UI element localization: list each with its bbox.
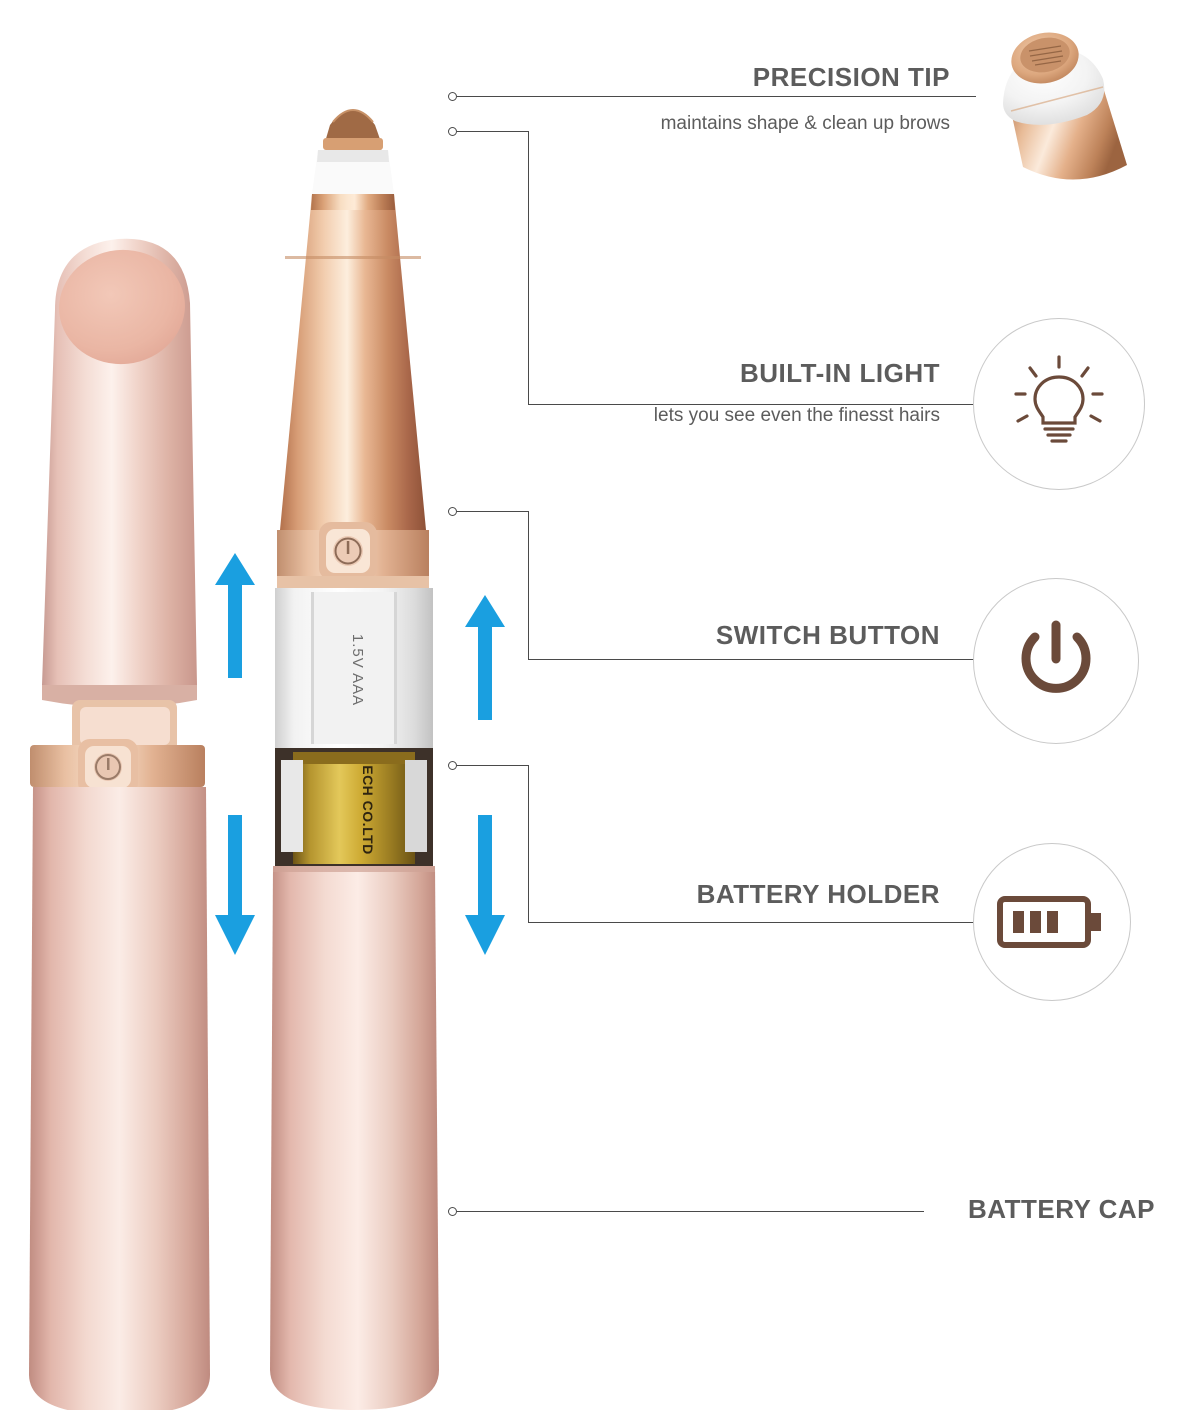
- arrow-up-right: [465, 595, 505, 725]
- battery-cell: ECH CO.LTD: [275, 748, 433, 866]
- feature-subtitle-built-in-light: lets you see even the finesst hairs: [653, 405, 940, 426]
- feature-title-battery-cap: BATTERY CAP: [967, 1194, 1155, 1224]
- arrow-down-right: [465, 815, 505, 960]
- leader-line-switch-button-a: [457, 511, 529, 512]
- feature-subtitle-precision-tip: maintains shape & clean up brows: [660, 113, 950, 134]
- svg-text:ECH CO.LTD: ECH CO.LTD: [360, 765, 376, 855]
- feature-title-built-in-light: BUILT-IN LIGHT: [739, 358, 940, 388]
- leader-line-precision-tip: [457, 96, 976, 97]
- device-center-svg: 1.5V AAA ECH CO.LTD: [270, 109, 439, 1410]
- precision-tip-blade: [323, 109, 383, 150]
- left-device-cap: [42, 238, 197, 708]
- power-icon: [1021, 620, 1091, 693]
- device-left-exploded: [0, 215, 220, 1410]
- arrow-down-left: [215, 815, 255, 960]
- battery-icon: [997, 896, 1101, 948]
- center-button-ring: [277, 522, 429, 588]
- battery-holder-sleeve: 1.5V AAA: [275, 588, 433, 748]
- leader-line-battery-holder-c: [528, 922, 976, 923]
- leader-line-battery-holder-b: [528, 765, 529, 922]
- leader-line-switch-button-b: [528, 511, 529, 659]
- built-in-light-icon-circle: [973, 318, 1145, 490]
- feature-title-precision-tip: PRECISION TIP: [752, 62, 950, 92]
- leader-dot-precision-tip: [448, 92, 457, 101]
- tip-collar: [312, 150, 394, 194]
- svg-text:1.5V AAA: 1.5V AAA: [349, 634, 366, 706]
- leader-dot-battery-holder: [448, 761, 457, 770]
- arrow-up-left: [215, 553, 255, 683]
- leader-line-battery-holder-a: [457, 765, 529, 766]
- device-gold-cone: [280, 194, 426, 530]
- leader-line-battery-cap: [457, 1211, 924, 1212]
- feature-title-battery-holder: BATTERY HOLDER: [696, 879, 940, 909]
- leader-line-built-in-light-a: [457, 131, 529, 132]
- leader-line-switch-button-c: [528, 659, 976, 660]
- left-device-button-ring: [30, 739, 205, 795]
- feature-title-switch-button: SWITCH BUTTON: [715, 620, 940, 650]
- device-left-svg: [29, 238, 210, 1410]
- battery-cap-body: [270, 866, 439, 1410]
- leader-dot-switch-button: [448, 507, 457, 516]
- switch-button-icon-circle: [973, 578, 1139, 744]
- left-device-inner-connector: [72, 700, 177, 752]
- precision-tip-illustration: [1003, 32, 1127, 180]
- device-center-cutaway: 1.5V AAA ECH CO.LTD: [255, 70, 475, 1410]
- left-device-body: [29, 787, 210, 1410]
- battery-holder-icon-circle: [973, 843, 1131, 1001]
- leader-dot-built-in-light: [448, 127, 457, 136]
- leader-line-built-in-light-c: [528, 404, 976, 405]
- leader-line-built-in-light-b: [528, 131, 529, 405]
- precision-tip-icon: [975, 15, 1140, 190]
- leader-dot-battery-cap: [448, 1207, 457, 1216]
- lightbulb-icon: [1014, 355, 1104, 443]
